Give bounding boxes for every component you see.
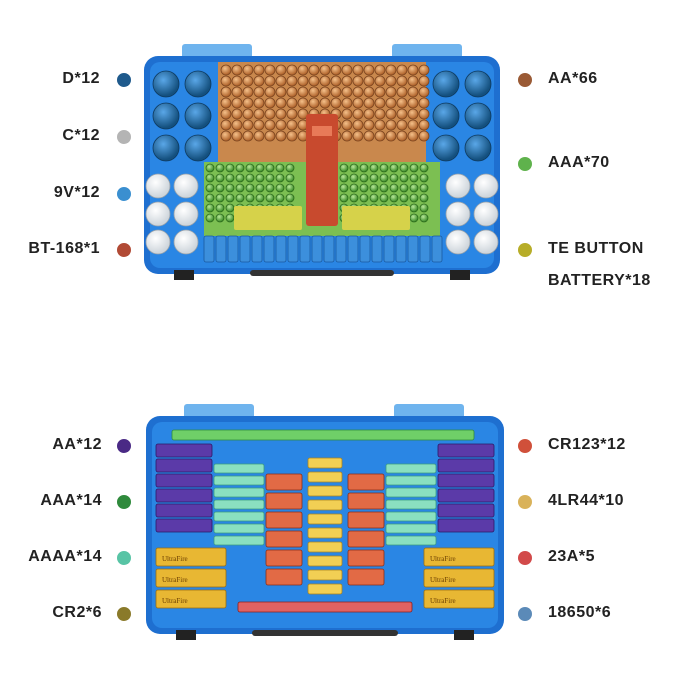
legend-dot-18650 (518, 607, 532, 621)
legend-dot-23a (518, 551, 532, 565)
ultrafire-brand-text: UltraFire (430, 555, 456, 563)
case-foot-left (174, 270, 194, 280)
legend-label-c: C*12 (62, 127, 100, 144)
bt168-tester (306, 114, 338, 226)
aa-cells (220, 64, 430, 142)
cells-18650-right (423, 547, 495, 609)
aaaa-right (385, 463, 437, 546)
legend-label-9v: 9V*12 (53, 184, 100, 201)
d-cells-left (152, 70, 212, 162)
legend-dot-bt168 (117, 243, 131, 257)
legend-label-23a: 23A*5 (548, 548, 595, 565)
aaaa-left (213, 463, 265, 546)
legend-dot-aa12 (117, 439, 131, 453)
legend-label-aa: AA*66 (548, 70, 598, 87)
legend-label-button-1: TE BUTTON (548, 240, 644, 257)
ultrafire-brand-text: UltraFire (162, 597, 188, 605)
legend-dot-aaaa14 (117, 551, 131, 565)
cr123-left (265, 473, 303, 586)
case-foot-right (450, 270, 470, 280)
legend-dot-c (117, 130, 131, 144)
nine-volt-left (145, 173, 199, 255)
legend-label-aa12: AA*12 (52, 436, 102, 453)
aa-purple-right (437, 443, 495, 533)
ultrafire-brand-text: UltraFire (430, 576, 456, 584)
case-foot-right (454, 630, 474, 640)
legend-label-button-2: BATTERY*18 (548, 272, 651, 289)
bottom-battery-case: UltraFireUltraFireUltraFireUltraFireUltr… (146, 404, 504, 640)
legend-label-bt168: BT-168*1 (28, 240, 100, 257)
legend-label-aaa: AAA*70 (548, 154, 610, 171)
button-tray-left (234, 206, 302, 230)
legend-label-aaa14: AAA*14 (40, 492, 102, 509)
cr123-right (347, 473, 385, 586)
nine-volt-right (445, 173, 499, 255)
aa-purple-left (155, 443, 213, 533)
legend-dot-cr2 (117, 607, 131, 621)
top-battery-case (144, 44, 500, 280)
d-cells-right (432, 70, 492, 162)
legend-dot-d (117, 73, 131, 87)
legend-dot-9v (117, 187, 131, 201)
legend-dot-aa (518, 73, 532, 87)
legend-label-cr123: CR123*12 (548, 436, 626, 453)
legend-label-d: D*12 (62, 70, 100, 87)
ultrafire-brand-text: UltraFire (162, 555, 188, 563)
legend-label-4lr44: 4LR44*10 (548, 492, 625, 509)
legend-dot-aaa (518, 157, 532, 171)
button-tray-right (342, 206, 410, 230)
legend-label-aaaa14: AAAA*14 (28, 548, 102, 565)
legend-dot-4lr44 (518, 495, 532, 509)
ultrafire-brand-text: UltraFire (162, 576, 188, 584)
bottom-pocket-row (203, 235, 443, 263)
case-handle-bottom (252, 630, 398, 636)
legend-dot-button (518, 243, 532, 257)
cells-18650-left (155, 547, 227, 609)
4lr44-center (307, 457, 343, 595)
legend-label-18650: 18650*6 (548, 604, 612, 621)
legend-dot-aaa14 (117, 495, 131, 509)
legend-label-cr2: CR2*6 (52, 604, 102, 621)
cells-23a (237, 601, 413, 613)
cr2-strip (171, 429, 475, 441)
case-handle-bottom (250, 270, 394, 276)
case-foot-left (176, 630, 196, 640)
ultrafire-brand-text: UltraFire (430, 597, 456, 605)
legend-dot-cr123 (518, 439, 532, 453)
